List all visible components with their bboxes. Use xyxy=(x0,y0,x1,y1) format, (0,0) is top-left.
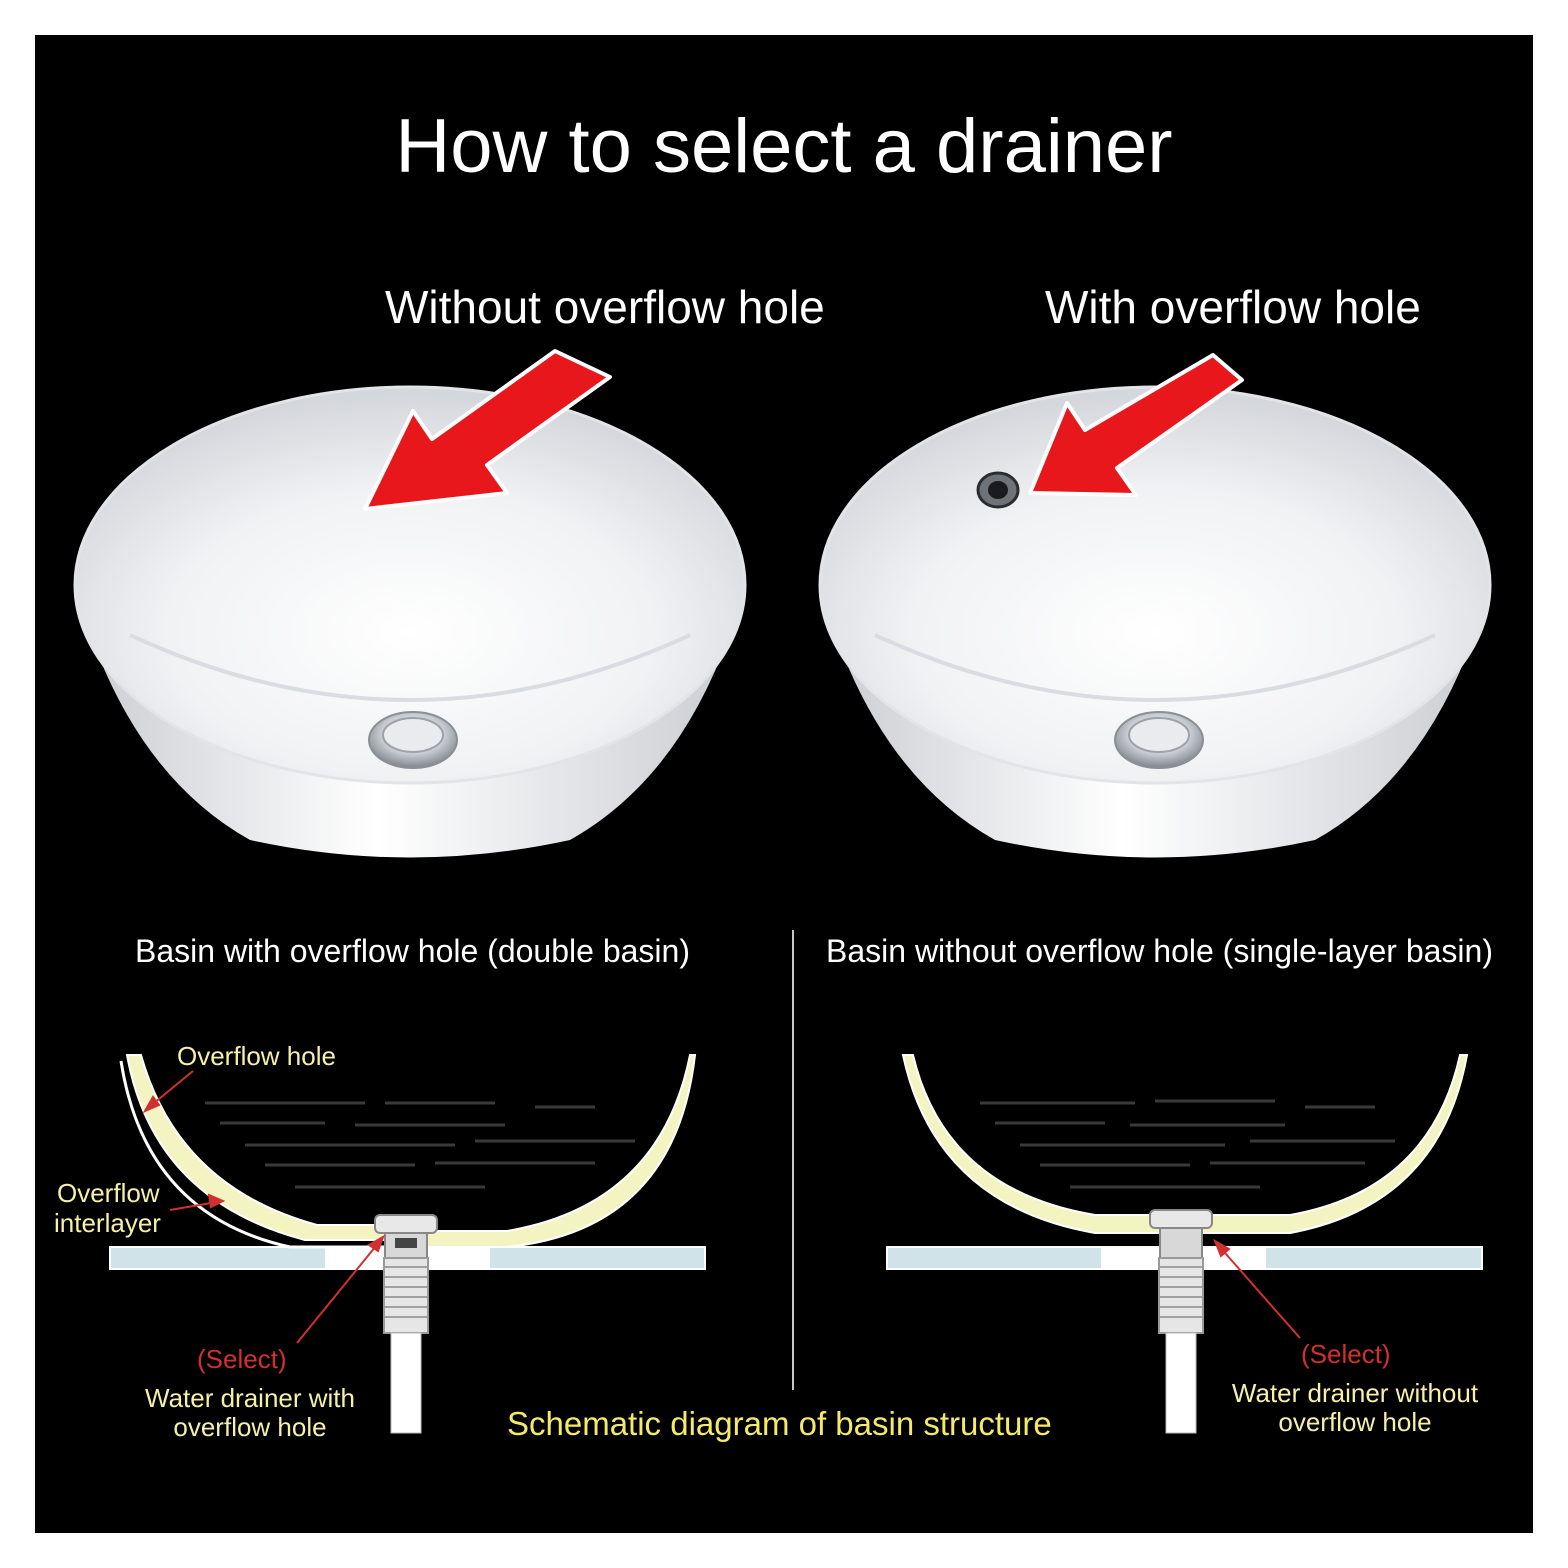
water-lines xyxy=(980,1099,1395,1189)
label-drainer-with-line1: Water drainer with xyxy=(145,1383,355,1413)
basin-photo-with-overflow xyxy=(818,385,1492,858)
label-without-overflow: Without overflow hole xyxy=(385,281,825,333)
diagram-caption: Schematic diagram of basin structure xyxy=(507,1405,1052,1442)
drainer-assembly xyxy=(374,1214,438,1434)
arrow-overflow-hole-icon xyxy=(1028,353,1244,497)
annotation-arrows xyxy=(1213,1238,1301,1339)
label-select-right: (Select) xyxy=(1301,1339,1391,1369)
illustration-layer xyxy=(73,349,1492,1434)
overflow-hole-icon xyxy=(976,471,1020,509)
drain-plug-icon xyxy=(368,711,458,769)
drain-plug-icon xyxy=(1114,711,1204,769)
label-drainer-with-line2: overflow hole xyxy=(173,1412,327,1442)
infographic-panel: How to select a drainer Without overflow… xyxy=(35,35,1533,1533)
label-overflow-hole: Overflow hole xyxy=(177,1041,336,1071)
label-overflow-interlayer-line2: interlayer xyxy=(54,1208,161,1238)
heading-double-basin: Basin with overflow hole (double basin) xyxy=(135,933,690,969)
double-basin-cross-section xyxy=(109,1054,706,1434)
water-lines xyxy=(205,1101,635,1189)
single-basin-cross-section xyxy=(886,1054,1483,1434)
label-overflow-interlayer-line1: Overflow xyxy=(57,1178,160,1208)
page-title: How to select a drainer xyxy=(395,104,1173,189)
arrow-no-overflow-icon xyxy=(363,349,612,511)
overflow-interlayer xyxy=(119,1060,385,1249)
basin-wall-right xyxy=(414,1054,697,1248)
label-with-overflow: With overflow hole xyxy=(1045,281,1421,333)
label-drainer-without-line1: Water drainer without xyxy=(1231,1378,1479,1408)
drainer-assembly xyxy=(1149,1209,1213,1434)
label-select-left: (Select) xyxy=(197,1344,287,1374)
label-drainer-without-line2: overflow hole xyxy=(1278,1407,1432,1437)
heading-single-basin: Basin without overflow hole (single-laye… xyxy=(826,933,1493,969)
basin-single-wall xyxy=(901,1054,1469,1234)
basin-inner-wall xyxy=(125,1054,391,1241)
annotation-arrows xyxy=(142,1070,385,1344)
